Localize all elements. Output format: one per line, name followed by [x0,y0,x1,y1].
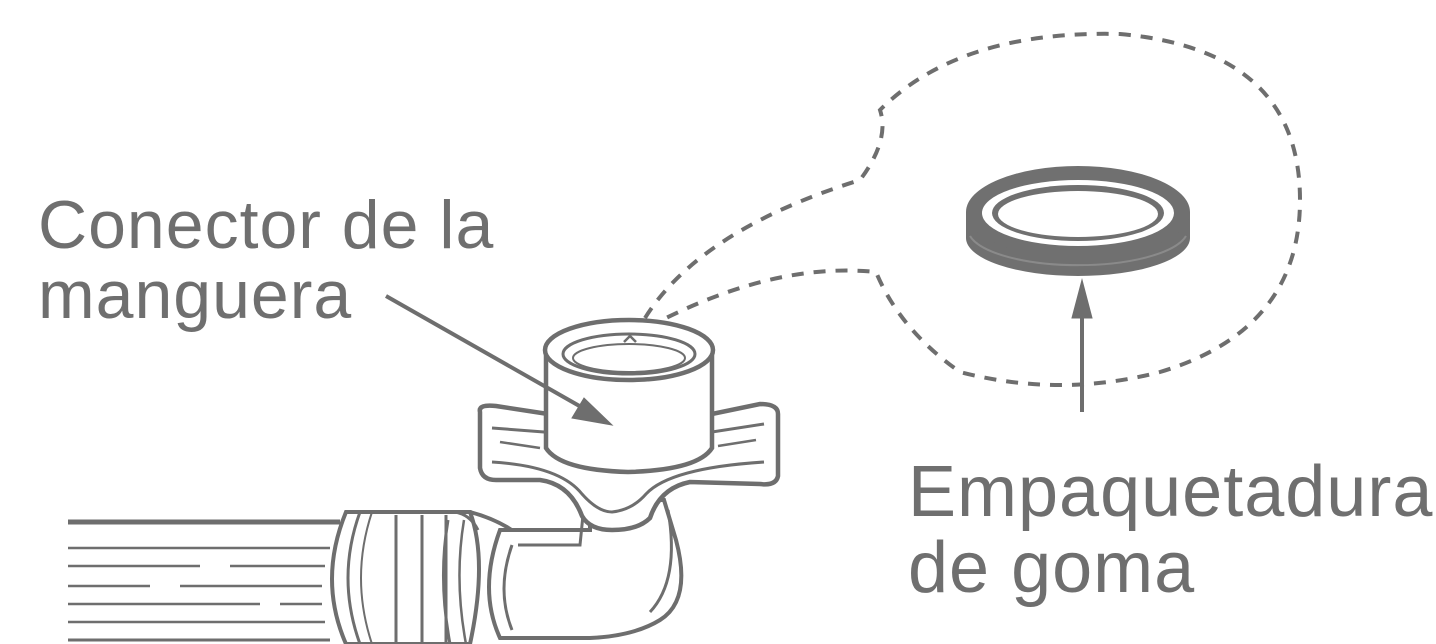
elbow-pipe [487,498,684,640]
callout-bubble [643,31,1303,387]
hose [68,519,340,642]
connector-collar [542,317,716,475]
connector-leader-arrow [385,294,614,426]
hose-connector-label-line1: Conector de la [38,187,494,263]
rubber-gasket-label-line2: de goma [908,528,1195,608]
rubber-gasket-label-line1: Empaquetadura [908,452,1433,532]
hose-connector-label: Conector de la manguera [38,187,514,333]
rubber-gasket [966,166,1190,276]
hose-connector-label-line2: manguera [38,257,352,333]
rubber-gasket-label: Empaquetadura de goma [908,452,1436,608]
coupling-nut [330,510,522,644]
gasket-leader-arrow [1071,278,1093,412]
